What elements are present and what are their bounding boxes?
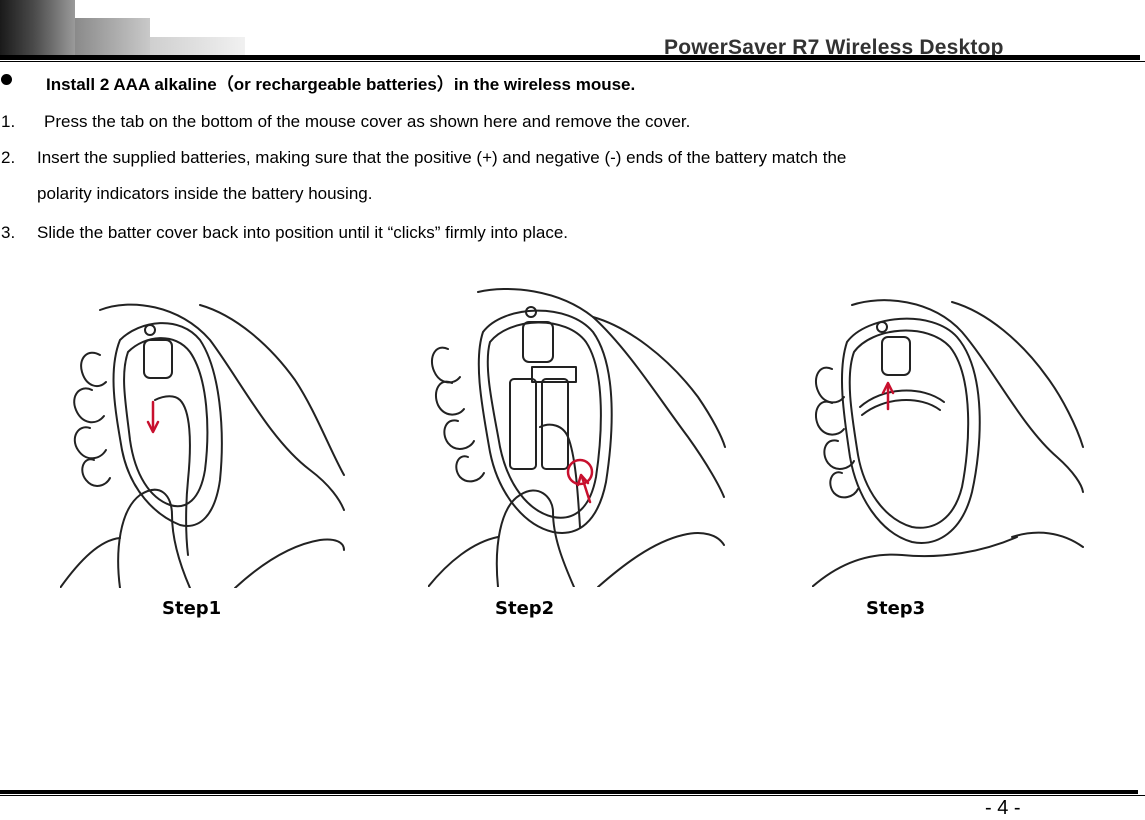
header-title: PowerSaver R7 Wireless Desktop	[664, 36, 1004, 59]
footer-rule-thin	[0, 795, 1145, 796]
bullet-icon	[1, 74, 12, 85]
header-decoration	[0, 0, 245, 57]
step1-illustration	[60, 303, 345, 588]
step2-illustration	[428, 288, 726, 587]
figure-label-step3: Step3	[866, 598, 926, 619]
step-2-text-continued: polarity indicators inside the battery h…	[37, 184, 373, 203]
step-1-number: 1.	[1, 112, 16, 131]
step3-illustration	[812, 299, 1084, 587]
figure-label-step1: Step1	[162, 598, 222, 619]
figure-label-step2: Step2	[495, 598, 555, 619]
header-rule-thin	[0, 61, 1145, 62]
step-2-text: Insert the supplied batteries, making su…	[37, 148, 847, 167]
footer-rule	[0, 790, 1138, 794]
header-rule	[0, 55, 1140, 60]
step-3-number: 3.	[1, 223, 16, 242]
bullet-text: Install 2 AAA alkaline（or rechargeable b…	[46, 75, 636, 94]
page-number: - 4 -	[985, 797, 1021, 819]
step-1-text: Press the tab on the bottom of the mouse…	[44, 112, 691, 131]
step-3-text: Slide the batter cover back into positio…	[37, 223, 569, 242]
step-2-number: 2.	[1, 148, 16, 167]
